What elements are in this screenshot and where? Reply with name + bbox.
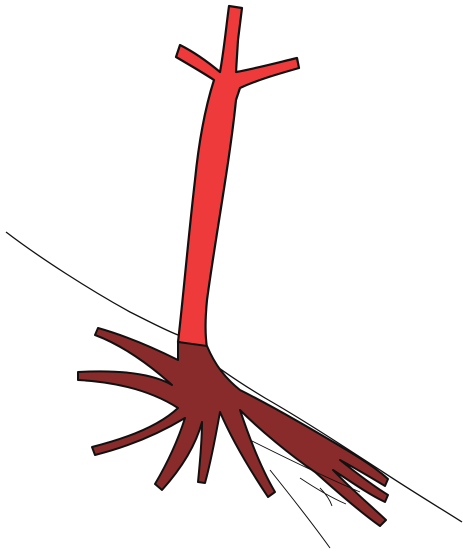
tree-root-illustration <box>0 0 463 554</box>
